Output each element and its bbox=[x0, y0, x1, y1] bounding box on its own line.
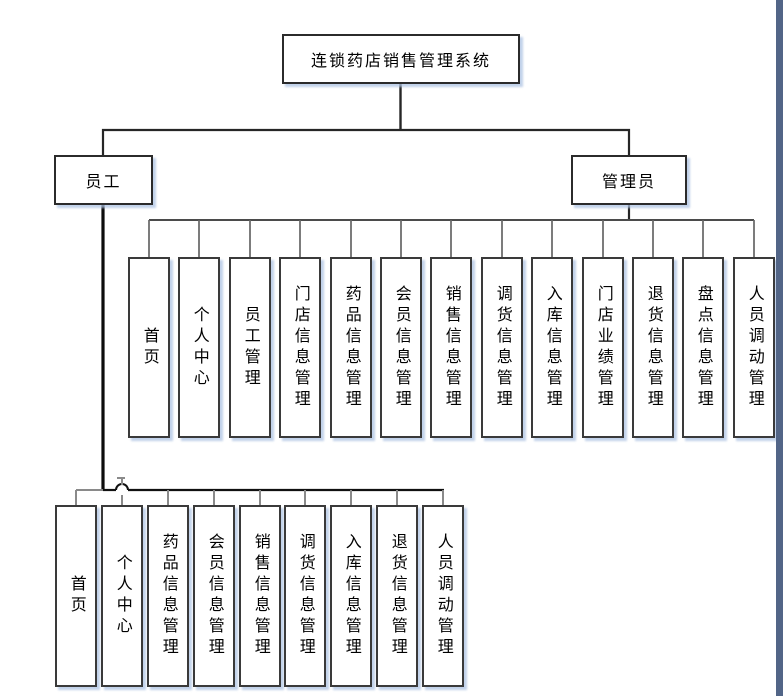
node-emp-child-inbound-info-mgmt: 入库信息管理 bbox=[330, 505, 372, 687]
node-admin-child-drug-info-mgmt: 药品信息管理 bbox=[330, 257, 372, 438]
node-employee: 员工 bbox=[54, 155, 153, 205]
node-label: 会员信息管理 bbox=[205, 533, 223, 659]
node-label: 首页 bbox=[140, 326, 158, 369]
node-admin-child-personnel-transfer-mgmt: 人员调动管理 bbox=[733, 257, 775, 438]
node-admin-child-stocktake-info-mgmt: 盘点信息管理 bbox=[682, 257, 724, 438]
node-label: 门店业绩管理 bbox=[594, 284, 612, 411]
node-label: 入库信息管理 bbox=[543, 284, 561, 411]
node-admin-child-inbound-info-mgmt: 入库信息管理 bbox=[531, 257, 573, 438]
node-label: 员工管理 bbox=[241, 305, 259, 390]
node-employee-label: 员工 bbox=[85, 174, 122, 191]
node-label: 人员调动管理 bbox=[434, 533, 452, 659]
node-admin-child-personal-center: 个人中心 bbox=[178, 257, 220, 438]
node-emp-child-sales-info-mgmt: 销售信息管理 bbox=[239, 505, 281, 687]
node-label: 个人中心 bbox=[113, 554, 131, 638]
node-label: 退货信息管理 bbox=[644, 284, 662, 411]
node-label: 人员调动管理 bbox=[745, 284, 763, 411]
node-emp-child-personnel-transfer-mgmt: 人员调动管理 bbox=[422, 505, 464, 687]
node-admin-child-store-info-mgmt: 门店信息管理 bbox=[279, 257, 321, 438]
node-label: 退货信息管理 bbox=[388, 533, 406, 659]
node-emp-child-drug-info-mgmt: 药品信息管理 bbox=[147, 505, 189, 687]
node-emp-child-personal-center: 个人中心 bbox=[101, 505, 143, 687]
node-label: 销售信息管理 bbox=[442, 284, 460, 411]
node-admin-child-return-info-mgmt: 退货信息管理 bbox=[632, 257, 674, 438]
node-label: 个人中心 bbox=[190, 305, 208, 390]
node-admin-child-employee-mgmt: 员工管理 bbox=[229, 257, 271, 438]
node-emp-child-transfer-info-mgmt: 调货信息管理 bbox=[284, 505, 326, 687]
node-emp-child-member-info-mgmt: 会员信息管理 bbox=[193, 505, 235, 687]
node-emp-child-home: 首页 bbox=[55, 505, 97, 687]
node-label: 门店信息管理 bbox=[291, 284, 309, 411]
node-admin-child-sales-info-mgmt: 销售信息管理 bbox=[430, 257, 472, 438]
node-label: 调货信息管理 bbox=[493, 284, 511, 411]
node-label: 盘点信息管理 bbox=[694, 284, 712, 411]
node-label: 入库信息管理 bbox=[342, 533, 360, 659]
node-admin-child-store-performance-mgmt: 门店业绩管理 bbox=[582, 257, 624, 438]
node-root-system: 连锁药店销售管理系统 bbox=[282, 34, 520, 84]
node-admin-child-home: 首页 bbox=[128, 257, 170, 438]
node-emp-child-return-info-mgmt: 退货信息管理 bbox=[376, 505, 418, 687]
node-label: 会员信息管理 bbox=[392, 284, 410, 411]
right-edge-bar bbox=[776, 0, 783, 696]
node-admin: 管理员 bbox=[571, 155, 687, 205]
node-admin-child-member-info-mgmt: 会员信息管理 bbox=[380, 257, 422, 438]
node-admin-label: 管理员 bbox=[601, 174, 656, 191]
node-label: 药品信息管理 bbox=[159, 533, 177, 659]
node-label: 首页 bbox=[67, 575, 85, 617]
node-label: 销售信息管理 bbox=[251, 533, 269, 659]
node-admin-child-transfer-info-mgmt: 调货信息管理 bbox=[481, 257, 523, 438]
node-label: 药品信息管理 bbox=[342, 284, 360, 411]
node-root-label: 连锁药店销售管理系统 bbox=[310, 53, 491, 70]
node-label: 调货信息管理 bbox=[296, 533, 314, 659]
